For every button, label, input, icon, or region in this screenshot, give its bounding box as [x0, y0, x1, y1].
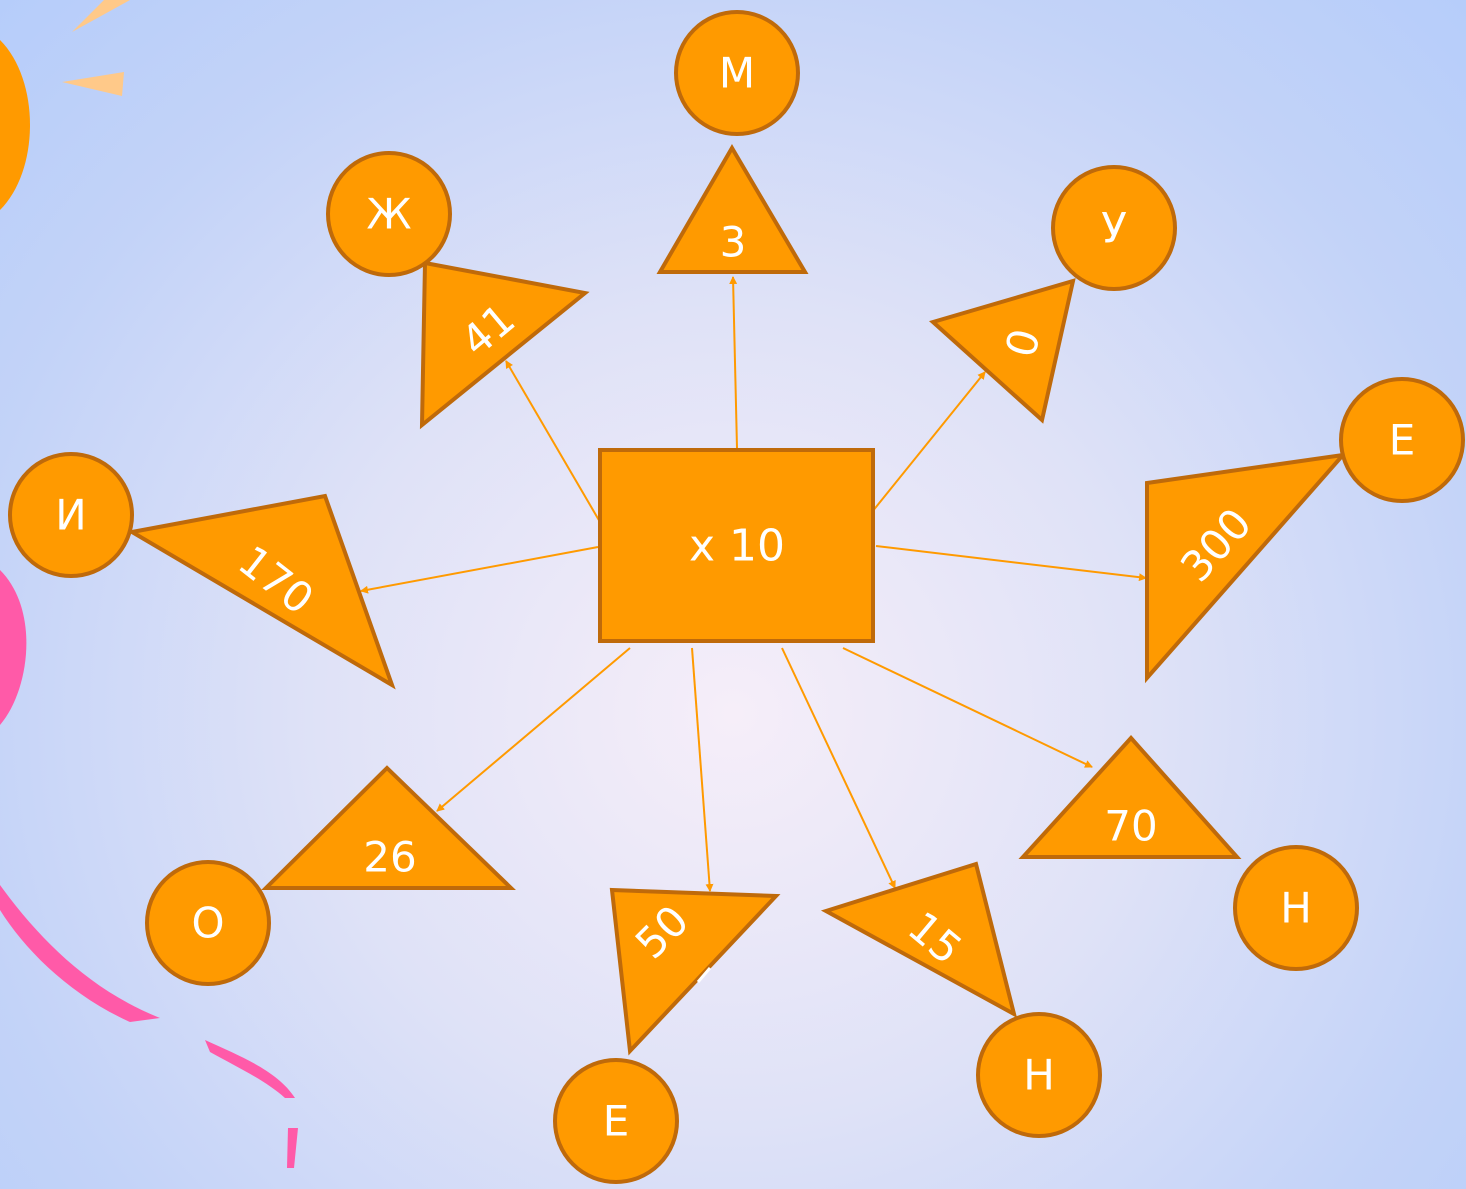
circle-letter-o	[145, 860, 271, 986]
letter-n-right: Н	[1280, 884, 1312, 933]
center-label: x 10	[689, 521, 785, 572]
letter-e-right: Е	[1389, 416, 1416, 465]
triangle-170	[126, 493, 396, 690]
arrow-to-70	[842, 647, 1093, 768]
number-70: 70	[1104, 802, 1157, 851]
triangle-300	[1145, 452, 1349, 684]
triangle-15	[820, 861, 1018, 1018]
number-3: 3	[720, 218, 747, 267]
node-26: 26 О	[145, 765, 516, 986]
arrow-to-26	[436, 647, 631, 812]
circle-letter-n-bottom	[976, 1012, 1102, 1138]
arrow-to-15	[781, 647, 896, 889]
letter-u: У	[1101, 204, 1127, 253]
decor-pink-arc	[0, 570, 27, 725]
triangle-3	[656, 144, 809, 274]
arrows	[360, 276, 1147, 892]
circle-letter-i	[8, 452, 134, 578]
letter-zh: Ж	[366, 190, 411, 239]
circle-letter-e-bottom	[553, 1058, 679, 1184]
decor-pink-swoosh	[0, 885, 160, 1022]
arrow-to-41	[505, 360, 601, 523]
decor-pink-dash	[205, 1040, 295, 1098]
arrow-to-300	[875, 545, 1147, 582]
node-170: 170 И	[8, 452, 396, 690]
triangle-0	[928, 278, 1076, 424]
small-dash-mark	[696, 967, 712, 983]
decor-peach-ray-top	[72, 0, 130, 32]
circle-letter-u	[1051, 165, 1177, 291]
center-box-shape	[598, 448, 875, 643]
node-41: 41 Ж	[326, 151, 590, 430]
letter-n-bottom: Н	[1023, 1051, 1055, 1100]
number-26: 26	[363, 833, 416, 882]
triangle-26	[261, 765, 516, 890]
node-3: 3 М	[656, 10, 809, 274]
triangle-70	[1018, 735, 1242, 859]
node-0: 0 У	[928, 165, 1177, 424]
letter-o: О	[191, 899, 224, 948]
node-300: 300 Е	[1145, 377, 1465, 684]
decor-left	[0, 0, 298, 1168]
arrow-to-0	[871, 371, 986, 513]
arrow-to-3	[729, 276, 738, 449]
circle-letter-e-right	[1339, 377, 1465, 503]
circle-letter-zh	[326, 151, 452, 277]
circle-letter-m	[674, 10, 800, 136]
letter-e-bottom: Е	[603, 1097, 630, 1146]
decor-peach-ray-mid	[62, 72, 124, 96]
letter-i: И	[55, 491, 86, 540]
node-70: 70 Н	[1018, 735, 1359, 971]
decor-orange-arc	[0, 40, 30, 210]
arrow-to-170	[360, 546, 599, 594]
triangle-50	[609, 887, 781, 1056]
decor-pink-tick	[287, 1128, 298, 1168]
letter-m: М	[719, 49, 755, 98]
node-50: 50 Е	[553, 887, 781, 1184]
center-box: x 10	[598, 448, 875, 643]
circle-letter-n-right	[1233, 845, 1359, 971]
node-15: 15 Н	[820, 861, 1102, 1138]
triangle-41	[419, 260, 590, 430]
arrow-to-50	[691, 647, 714, 892]
